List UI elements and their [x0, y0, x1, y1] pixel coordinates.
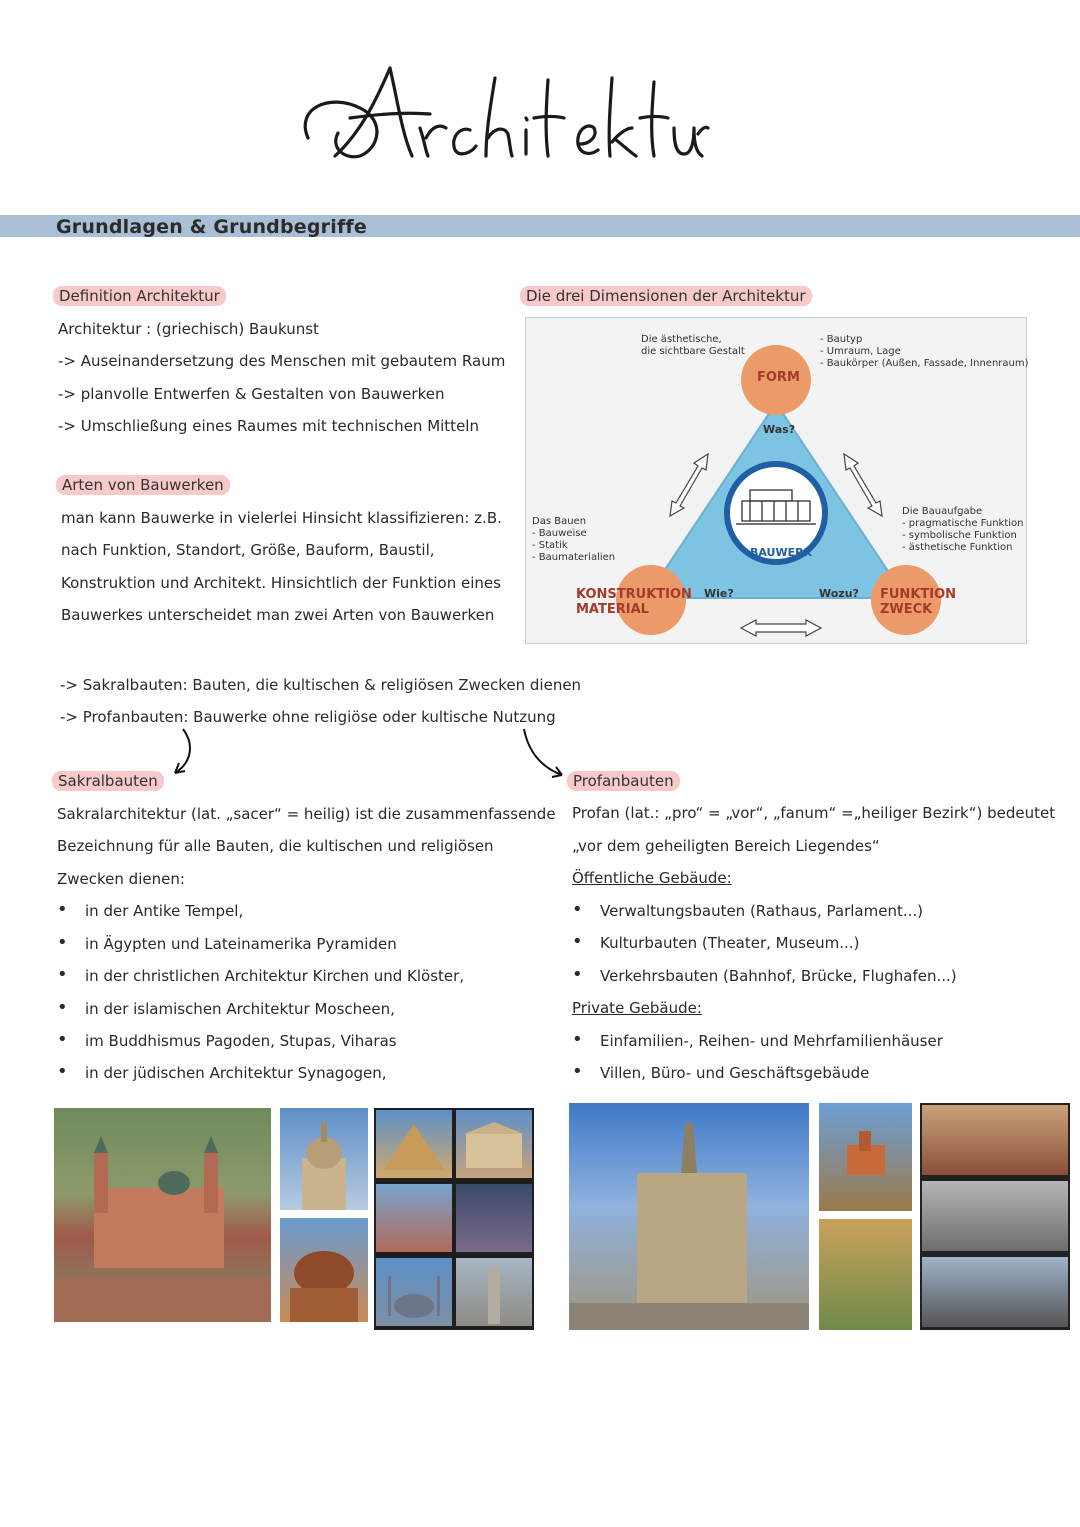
form-label: FORM — [757, 370, 800, 385]
sakral-heading: Sakralbauten — [52, 771, 164, 791]
funktion-question: Wozu? — [819, 587, 859, 600]
cathedral-interior-photo — [456, 1184, 532, 1252]
konstruktion-question: Wie? — [704, 587, 734, 600]
public-heading: Öffentliche Gebäude: — [572, 869, 732, 887]
definition-line: -> Auseinandersetzung des Menschen mit g… — [58, 352, 506, 370]
funktion-label: FUNKTION — [880, 587, 957, 602]
form-note-right: - Baukörper (Außen, Fassade, Innenraum) — [820, 358, 1029, 369]
arten-type-line: -> Profanbauten: Bauwerke ohne religiöse… — [60, 708, 556, 726]
konstruktion-note: - Bauweise — [532, 528, 587, 539]
sakral-bullet: in der islamischen Architektur Moscheen, — [57, 997, 395, 1018]
definition-heading: Definition Architektur — [53, 286, 226, 306]
historic-city-photo — [922, 1105, 1068, 1175]
section-header-band — [0, 215, 1080, 237]
profan-bullet: Kulturbauten (Theater, Museum...) — [572, 931, 860, 952]
diagram-heading: Die drei Dimensionen der Architektur — [520, 286, 812, 306]
definition-line: -> Umschließung eines Raumes mit technis… — [58, 417, 479, 435]
funktion-note: Die Bauaufgabe — [902, 506, 983, 517]
private-heading: Private Gebäude: — [572, 999, 702, 1017]
arten-line: man kann Bauwerke in vielerlei Hinsicht … — [61, 509, 502, 527]
pagoda-photo — [456, 1258, 532, 1326]
frauenkirche-photo — [280, 1108, 368, 1210]
cathedral-photo — [54, 1108, 271, 1322]
stupa-photo — [280, 1218, 368, 1322]
konstruktion-note: Das Bauen — [532, 516, 587, 527]
arten-line: nach Funktion, Standort, Größe, Bauform,… — [61, 541, 435, 559]
profan-bullet: Verwaltungsbauten (Rathaus, Parlament...… — [572, 899, 923, 920]
arten-line: Bauwerkes unterscheidet man zwei Arten v… — [61, 606, 495, 624]
definition-line: Architektur : (griechisch) Baukunst — [58, 320, 319, 338]
form-note-right: - Bautyp — [820, 334, 863, 345]
material-label: MATERIAL — [576, 602, 649, 617]
sakral-line: Sakralarchitektur (lat. „sacer“ = heilig… — [57, 805, 556, 823]
form-note-left: Die ästhetische, — [641, 334, 722, 345]
page-title — [290, 48, 710, 178]
arten-line: Konstruktion und Architekt. Hinsichtlich… — [61, 574, 501, 592]
profan-heading: Profanbauten — [567, 771, 680, 791]
form-question: Was? — [763, 423, 796, 436]
castle-photo — [819, 1103, 912, 1211]
city-collage-photo — [920, 1103, 1070, 1330]
pyramid-photo — [376, 1110, 452, 1178]
sakral-bullet: in Ägypten und Lateinamerika Pyramiden — [57, 932, 397, 953]
sakral-line: Zwecken dienen: — [57, 870, 185, 888]
city-plan-photo — [922, 1181, 1068, 1251]
synagogue-photo — [376, 1184, 452, 1252]
section-header: Grundlagen & Grundbegriffe — [56, 216, 367, 238]
curved-arrow-icon — [523, 728, 563, 778]
profan-bullet: Villen, Büro- und Geschäftsgebäude — [572, 1061, 869, 1082]
funktion-note: - ästhetische Funktion — [902, 542, 1013, 553]
profan-bullet: Einfamilien-, Reihen- und Mehrfamilienhä… — [572, 1029, 943, 1050]
sakral-bullet: in der jüdischen Architektur Synagogen, — [57, 1061, 386, 1082]
three-dimensions-diagram: Die ästhetische,die sichtbare Gestalt - … — [525, 317, 1029, 644]
mosque-photo — [376, 1258, 452, 1326]
form-note-left: die sichtbare Gestalt — [641, 346, 745, 357]
town-hall-photo — [569, 1103, 809, 1330]
form-note-right: - Umraum, Lage — [820, 346, 901, 357]
profan-line: Profan (lat.: „pro“ = „vor“, „fanum“ =„h… — [572, 804, 1056, 822]
profan-bullet: Verkehrsbauten (Bahnhof, Brücke, Flughaf… — [572, 964, 957, 985]
arten-type-line: -> Sakralbauten: Bauten, die kultischen … — [60, 676, 582, 694]
funktion-note: - symbolische Funktion — [902, 530, 1017, 541]
konstruktion-note: - Statik — [532, 540, 568, 551]
religious-collage-photo — [374, 1108, 534, 1330]
curved-arrow-icon — [174, 728, 191, 774]
skyline-photo — [922, 1257, 1068, 1327]
sakral-line: Bezeichnung für alle Bauten, die kultisc… — [57, 837, 494, 855]
hundertwasser-photo — [819, 1219, 912, 1330]
zweck-label: ZWECK — [880, 602, 933, 617]
sakral-bullet: in der christlichen Architektur Kirchen … — [57, 964, 464, 985]
profan-line: „vor dem geheiligten Bereich Liegendes“ — [572, 837, 880, 855]
title-script-drawing — [303, 66, 710, 159]
konstruktion-note: - Baumaterialien — [532, 552, 616, 563]
sakral-bullet: im Buddhismus Pagoden, Stupas, Viharas — [57, 1029, 397, 1050]
funktion-note: - pragmatische Funktion — [902, 518, 1024, 529]
konstruktion-label: KONSTRUKTION — [576, 587, 692, 602]
temple-photo — [456, 1110, 532, 1178]
definition-line: -> planvolle Entwerfen & Gestalten von B… — [58, 385, 445, 403]
arten-heading: Arten von Bauwerken — [56, 475, 230, 495]
bauwerk-label: BAUWERK — [750, 546, 813, 559]
sakral-bullet: in der Antike Tempel, — [57, 899, 243, 920]
